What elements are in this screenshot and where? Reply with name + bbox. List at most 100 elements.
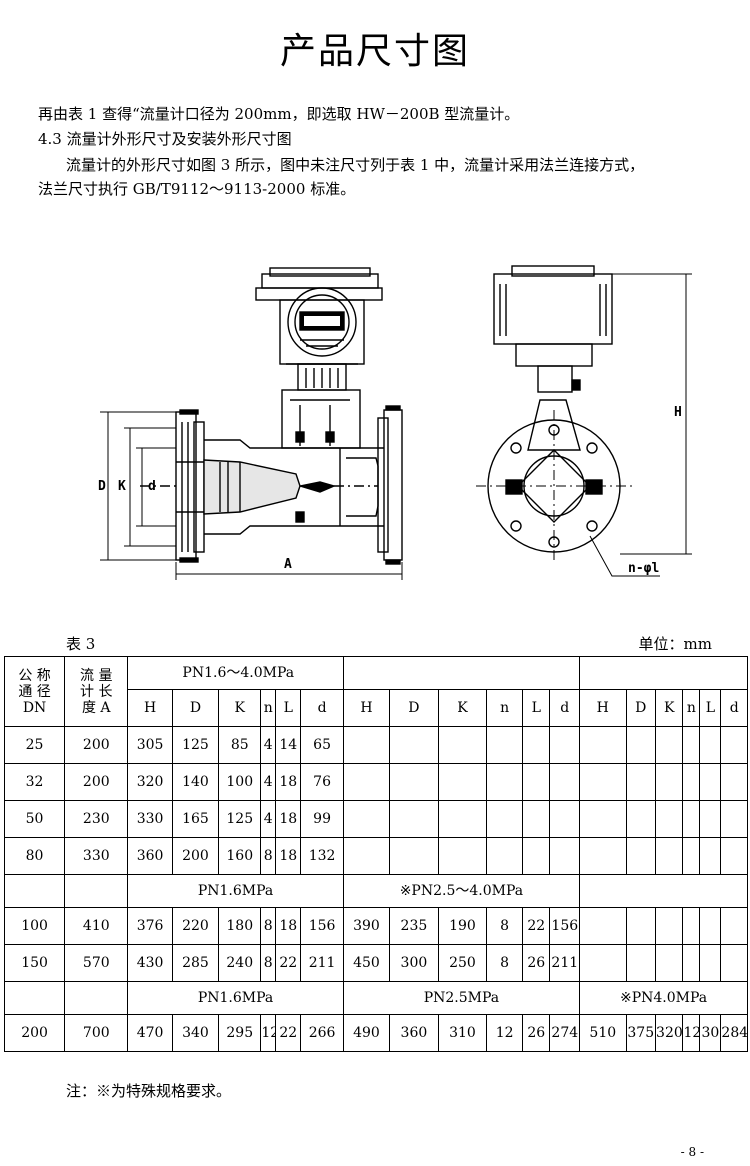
table-cell xyxy=(682,944,701,982)
table-cell: 18 xyxy=(275,763,302,801)
table-cell xyxy=(699,837,722,875)
table-cell xyxy=(3,874,66,908)
table-cell xyxy=(699,907,722,945)
table-cell: 700 xyxy=(64,1014,129,1052)
table-cell: 8 xyxy=(260,944,277,982)
table-cell: 274 xyxy=(549,1014,581,1052)
label-H: H xyxy=(674,405,682,420)
table-cell xyxy=(486,800,524,838)
table-cell xyxy=(699,726,722,764)
table-cell xyxy=(625,726,657,764)
table-cell: 30 xyxy=(699,1014,722,1052)
table-cell: 211 xyxy=(300,944,344,982)
table-cell xyxy=(579,763,627,801)
table-cell xyxy=(655,726,684,764)
table-cell xyxy=(486,726,524,764)
col-L-2: L xyxy=(522,689,551,727)
col-K-3: K xyxy=(655,689,684,727)
table-cell: 470 xyxy=(127,1014,173,1052)
col-H-1: H xyxy=(127,689,173,727)
table-cell xyxy=(655,907,684,945)
table-cell: 8 xyxy=(260,907,277,945)
table-cell xyxy=(437,763,488,801)
table-cell xyxy=(579,944,627,982)
col-n-3: n xyxy=(682,689,701,727)
table-cell: 100 xyxy=(3,907,66,945)
table-cell: 165 xyxy=(171,800,220,838)
table-cell: 8 xyxy=(486,944,524,982)
table-cell: 266 xyxy=(300,1014,344,1052)
table-cell xyxy=(579,907,627,945)
table-cell: 310 xyxy=(437,1014,488,1052)
header-group-empty-2 xyxy=(342,656,581,690)
display-head xyxy=(255,267,383,365)
col-L-3: L xyxy=(699,689,722,727)
col-H-2: H xyxy=(342,689,391,727)
table-cell xyxy=(682,907,701,945)
table-cell xyxy=(64,981,129,1015)
table-cell: 180 xyxy=(218,907,262,945)
group-pn16: PN1.6MPa xyxy=(127,874,344,908)
table-cell: 85 xyxy=(218,726,262,764)
label-d: d xyxy=(148,479,156,494)
table-cell xyxy=(3,981,66,1015)
table-cell: 285 xyxy=(171,944,220,982)
table-cell: 330 xyxy=(127,800,173,838)
table-cell: 200 xyxy=(3,1014,66,1052)
col-K-2: K xyxy=(437,689,488,727)
table-cell: 26 xyxy=(522,944,551,982)
table-cell xyxy=(720,763,748,801)
table-cell xyxy=(522,726,551,764)
table-cell xyxy=(579,837,627,875)
table-cell xyxy=(522,837,551,875)
table-cell: 18 xyxy=(275,837,302,875)
table-cell: 190 xyxy=(437,907,488,945)
table-cell xyxy=(437,726,488,764)
col-D-2: D xyxy=(389,689,439,727)
table-cell xyxy=(720,944,748,982)
table-cell: 284 xyxy=(720,1014,748,1052)
table-cell: 100 xyxy=(218,763,262,801)
table-cell: 8 xyxy=(260,837,277,875)
table-cell: 450 xyxy=(342,944,391,982)
table-cell xyxy=(699,763,722,801)
dimension-lines xyxy=(100,411,403,580)
table-cell xyxy=(389,837,439,875)
table-cell: 125 xyxy=(218,800,262,838)
table-cell: 320 xyxy=(127,763,173,801)
page-number: - 8 - xyxy=(680,1145,704,1159)
table-cell: 570 xyxy=(64,944,129,982)
col-d-1: d xyxy=(300,689,344,727)
table-cell: 200 xyxy=(171,837,220,875)
table-cell: 160 xyxy=(218,837,262,875)
page-title: 产品尺寸图 xyxy=(279,31,470,72)
table-cell xyxy=(655,800,684,838)
label-D: D xyxy=(98,479,106,494)
table-cell xyxy=(625,944,657,982)
col-L-1: L xyxy=(275,689,302,727)
table-cell xyxy=(342,726,391,764)
label-K: K xyxy=(118,479,126,494)
table-cell: 76 xyxy=(300,763,344,801)
table-cell xyxy=(342,800,391,838)
table-cell: 510 xyxy=(579,1014,627,1052)
col-n-1: n xyxy=(260,689,277,727)
table-cell: 250 xyxy=(437,944,488,982)
table-cell: 22 xyxy=(522,907,551,945)
table-cell: 340 xyxy=(171,1014,220,1052)
table-cell: 140 xyxy=(171,763,220,801)
table-cell: 65 xyxy=(300,726,344,764)
h-dimension xyxy=(589,273,692,577)
table-cell xyxy=(342,763,391,801)
col-H-3: H xyxy=(579,689,627,727)
table-cell: 360 xyxy=(127,837,173,875)
table-cell xyxy=(655,944,684,982)
table-cell xyxy=(389,763,439,801)
table-cell: 22 xyxy=(275,1014,302,1052)
table-cell: 22 xyxy=(275,944,302,982)
